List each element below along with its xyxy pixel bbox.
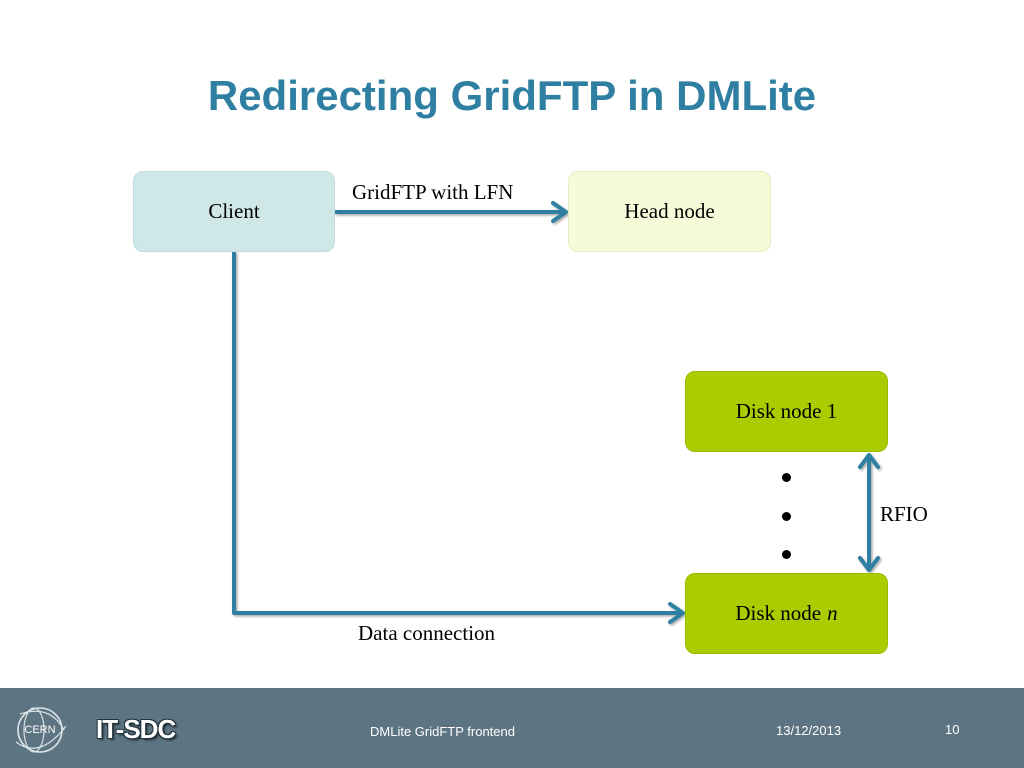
cern-logo-icon: CERN [15,707,67,753]
arrow-client-to-disk [232,251,684,615]
slide-footer: CERN IT-SDC DMLite GridFTP frontend 13/1… [0,688,1024,768]
cern-logo-text: CERN [24,724,55,736]
head-node: Head node [568,171,771,252]
client-node-label: Client [208,199,260,223]
edge-label-data-connection: Data connection [358,621,496,645]
disk-node-1: Disk node 1 [685,371,888,452]
arrowhead-rfio-down [858,556,880,572]
disk-node-n: Disk node n [685,573,888,654]
footer-date: 13/12/2013 [776,723,842,738]
arrowhead-head [551,201,568,223]
ellipsis-dot-1 [782,473,791,482]
slide-title: Redirecting GridFTP in DMLite [207,72,817,119]
head-node-label: Head node [624,199,715,223]
disk-node-1-label: Disk node 1 [735,399,838,423]
disk-node-n-variable: n [827,601,838,625]
group-name: IT-SDC [96,714,176,744]
arrowhead-disk [668,602,685,624]
ellipsis-dot-2 [782,512,791,521]
footer-title: DMLite GridFTP frontend [370,724,515,739]
disk-node-n-label: Disk node [735,601,822,625]
edge-label-gridftp: GridFTP with LFN [352,180,514,204]
client-node: Client [133,171,335,252]
arrowhead-rfio-up [858,453,880,469]
page-number: 10 [945,722,960,737]
ellipsis-dot-3 [782,550,791,559]
edge-label-rfio: RFIO [880,502,928,526]
